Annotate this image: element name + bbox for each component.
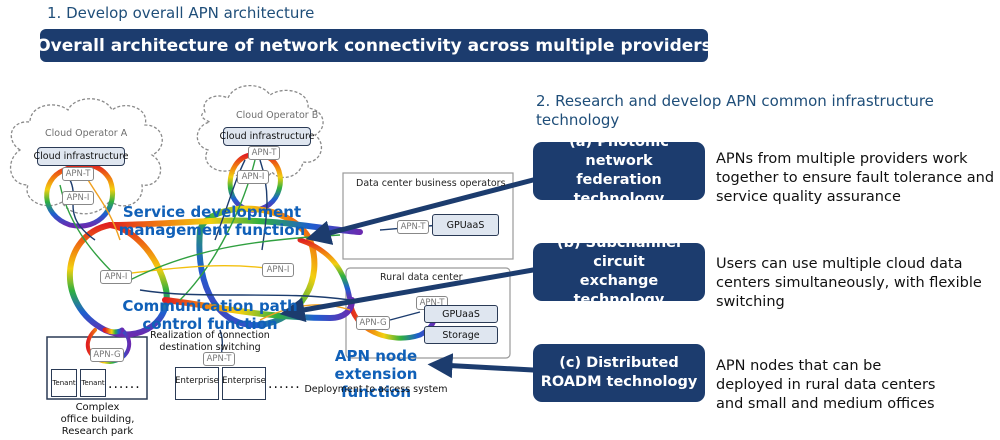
rural-dc-label: Rural data center: [380, 272, 463, 283]
tech-a-description: APNs from multiple providers work togeth…: [716, 150, 994, 207]
service-dev-line1: Service development: [122, 203, 302, 221]
cloud-b-label: Cloud Operator B: [236, 110, 319, 121]
comm-path-line1: Communication path: [122, 297, 298, 315]
tech-c-desc-line2: deployed in rural data centers: [716, 377, 936, 393]
apn-i-center: APN-I: [262, 263, 294, 277]
section1-title: 1. Develop overall APN architecture: [47, 4, 315, 22]
cloud-b-apn-i: APN-I: [237, 170, 269, 184]
service-dev-line2: management function: [118, 221, 306, 239]
tech-c-description: APN nodes that can be deployed in rural …: [716, 357, 935, 414]
section2-title-line2: technology: [536, 111, 620, 129]
enterprise-apn-t: APN-T: [203, 352, 235, 366]
tech-c-line1: (c) Distributed: [559, 355, 679, 371]
node-ext-line2: extension function: [334, 365, 418, 401]
office-ellipsis: ......: [108, 376, 141, 392]
office-tenant-2: Tenant: [80, 369, 106, 397]
cloud-a-apn-i: APN-I: [62, 191, 94, 205]
tech-a-desc-line2: together to ensure fault tolerance and: [716, 170, 995, 186]
section2-title-line1: 2. Research and develop APN common infra…: [536, 92, 934, 110]
node-ext-function: APN node extension function: [306, 347, 446, 401]
dc-business-apn-t: APN-T: [397, 220, 429, 234]
node-ext-line1: APN node: [334, 347, 418, 365]
cloud-a-label: Cloud Operator A: [45, 128, 128, 139]
tech-box-distributed-roadm: (c) Distributed ROADM technology: [533, 344, 705, 402]
tech-b-desc-line3: switching: [716, 294, 785, 310]
service-dev-function: Service development management function: [112, 203, 312, 239]
tech-b-description: Users can use multiple cloud data center…: [716, 255, 982, 312]
tech-box-photonic-federation: (a) Photonic network federation technolo…: [533, 134, 705, 207]
dc-business-label: Data center business operators: [356, 178, 506, 189]
rural-dc-gpuaas: GPUaaS: [424, 305, 498, 323]
office-caption-line2: office building,: [60, 414, 135, 425]
office-site-frame: [46, 336, 148, 400]
enterprise-ellipsis: ......: [268, 376, 301, 392]
comm-path-sub-line1: Realization of connection: [150, 330, 270, 341]
tech-b-line1: (b) Subchannel circuit: [557, 235, 681, 270]
tech-c-desc-line3: and small and medium offices: [716, 396, 935, 412]
enterprise-1: Enterprise: [175, 367, 219, 400]
comm-path-sub: Realization of connection destination sw…: [140, 330, 280, 354]
office-tenant-1: Tenant: [51, 369, 77, 397]
tech-a-desc-line3: service quality assurance: [716, 189, 901, 205]
rural-dc-apn-g: APN-G: [356, 316, 390, 330]
ring-cloud-a: [44, 162, 116, 229]
fiber-left-down: [102, 327, 125, 335]
tech-b-desc-line2: centers simultaneously, with flexible: [716, 275, 982, 291]
tech-a-line2: federation technology: [573, 172, 665, 207]
rural-dc-storage: Storage: [424, 326, 498, 344]
office-caption-line3: Research park: [61, 426, 134, 437]
cloud-b-outline: [196, 84, 324, 182]
node-ext-sub: Deployment to access system: [304, 384, 448, 395]
office-apn-g: APN-G: [90, 348, 124, 362]
apn-i-left: APN-I: [100, 270, 132, 284]
architecture-banner: Overall architecture of network connecti…: [36, 29, 712, 62]
cloud-a-apn-t: APN-T: [62, 167, 94, 181]
tech-c-desc-line1: APN nodes that can be: [716, 358, 882, 374]
enterprise-2: Enterprise: [222, 367, 266, 400]
cloud-b-infra-box: Cloud infrastructure: [220, 127, 315, 146]
tech-b-line2: exchange technology: [573, 273, 665, 308]
fiber-main-middle: [162, 297, 355, 322]
office-caption: Complex office building, Research park: [40, 402, 155, 438]
cloud-b-apn-t: APN-T: [248, 146, 280, 160]
tech-a-line1: (a) Photonic network: [569, 134, 669, 169]
ring-office: [85, 328, 132, 365]
tech-c-line2: ROADM technology: [540, 374, 698, 390]
office-caption-line1: Complex: [75, 402, 120, 413]
comm-path-sub-line2: destination switching: [159, 342, 261, 353]
tech-box-subchannel-exchange: (b) Subchannel circuit exchange technolo…: [533, 235, 705, 308]
tech-a-desc-line1: APNs from multiple providers work: [716, 151, 968, 167]
arrow-a: [305, 177, 536, 245]
dc-business-gpuaas: GPUaaS: [432, 214, 499, 236]
arrow-b: [279, 267, 536, 323]
section2-title: 2. Research and develop APN common infra…: [536, 92, 934, 130]
comm-path-line2: control function: [142, 315, 278, 333]
tech-b-desc-line1: Users can use multiple cloud data: [716, 256, 963, 272]
comm-path-function: Communication path control function: [120, 297, 300, 333]
ring-left-big: [67, 222, 170, 338]
arrow-c: [427, 353, 536, 379]
cloud-a-infra-box: Cloud infrastructure: [34, 147, 129, 166]
